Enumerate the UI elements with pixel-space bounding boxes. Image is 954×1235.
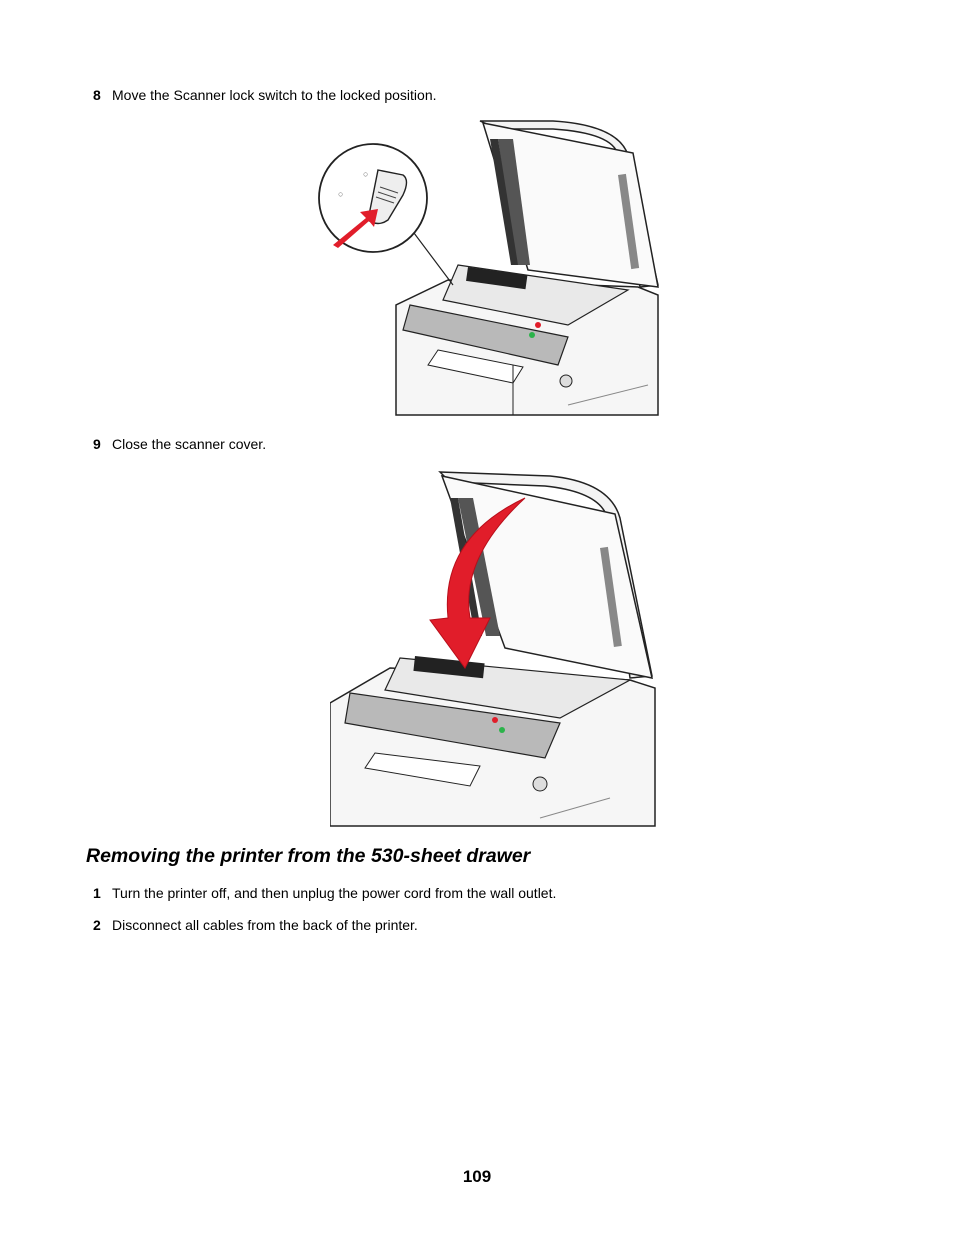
step-9: 9 Close the scanner cover.: [93, 435, 266, 453]
step-text: Close the scanner cover.: [112, 436, 267, 452]
step-number: 2: [93, 917, 101, 933]
svg-text:○: ○: [363, 169, 368, 179]
step-number: 8: [93, 87, 101, 103]
svg-text:○: ○: [338, 189, 343, 199]
step-2: 2 Disconnect all cables from the back of …: [93, 916, 418, 934]
scanner-lock-switch-illustration: ○ ○: [318, 115, 663, 417]
step-number: 1: [93, 885, 101, 901]
step-8: 8 Move the Scanner lock switch to the loc…: [93, 86, 437, 104]
page-number: 109: [462, 1167, 492, 1186]
step-text: Disconnect all cables from the back of t…: [112, 917, 418, 933]
step-text: Turn the printer off, and then unplug th…: [112, 885, 557, 901]
step-1: 1 Turn the printer off, and then unplug t…: [93, 884, 556, 902]
step-number: 9: [93, 436, 101, 452]
step-text: Move the Scanner lock switch to the lock…: [112, 87, 437, 103]
close-scanner-cover-illustration: [330, 468, 660, 828]
section-title: Removing the printer from the 530-sheet …: [86, 845, 531, 867]
